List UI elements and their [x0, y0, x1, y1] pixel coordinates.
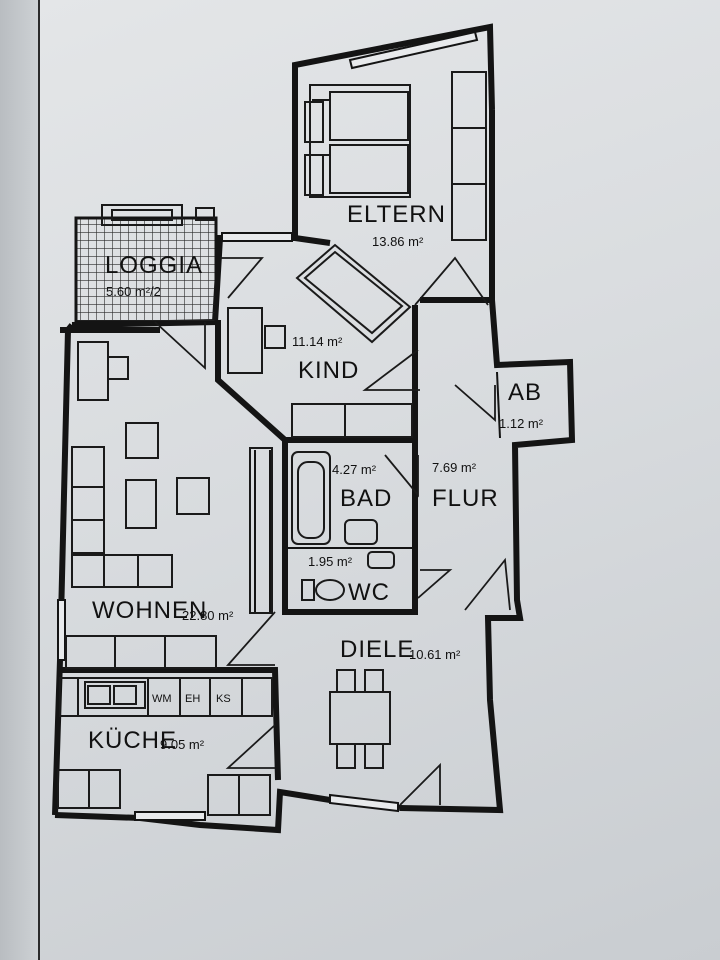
- outer-walls: [52, 23, 576, 834]
- room-area-wohnen: 22.80 m²: [182, 608, 234, 623]
- room-area-flur: 7.69 m²: [432, 460, 477, 475]
- room-area-eltern: 13.86 m²: [372, 234, 424, 249]
- room-name-eltern: ELTERN: [347, 201, 446, 228]
- doors: [154, 256, 511, 806]
- window-kind: [221, 232, 293, 242]
- kind-furniture: [227, 243, 413, 438]
- ab-room: [496, 371, 501, 439]
- counter: [59, 677, 273, 717]
- chair: [336, 669, 356, 693]
- room-area-kind: 11.14 m²: [292, 334, 343, 349]
- page-edge: [0, 0, 40, 960]
- window-diele: [329, 793, 399, 813]
- kitchen-furniture: [57, 677, 273, 816]
- desk: [227, 307, 263, 374]
- room-name-bad: BAD: [340, 485, 392, 512]
- armchair: [176, 477, 210, 515]
- room-name-diele: DIELE: [340, 636, 414, 663]
- appliance-label-wm: WM: [152, 693, 172, 705]
- room-labels: ELTERN 13.86 m² LOGGIA 5.60 m²/2 11.14 m…: [88, 201, 544, 754]
- armchair: [77, 341, 109, 401]
- appliance-label-ks: KS: [216, 693, 231, 705]
- room-name-ab: AB: [508, 379, 542, 406]
- chair: [264, 325, 286, 349]
- kitchen-sink: [84, 681, 146, 709]
- toilet-tank: [301, 579, 315, 601]
- chair: [364, 669, 384, 693]
- window-kueche: [134, 811, 206, 821]
- sink: [344, 519, 378, 545]
- chair: [364, 743, 384, 769]
- room-area-wc: 1.95 m²: [308, 554, 353, 569]
- appliance-label-eh: EH: [185, 693, 200, 705]
- diele-furniture: [329, 669, 391, 769]
- room-name-flur: FLUR: [432, 485, 499, 512]
- room-area-kueche: 9.05 m²: [160, 737, 205, 752]
- room-area-loggia: 5.60 m²/2: [106, 284, 161, 299]
- window-eltern: [348, 30, 479, 70]
- interior-walls: [60, 235, 492, 781]
- room-name-kueche: KÜCHE: [88, 727, 177, 754]
- eltern-furniture: [304, 71, 487, 241]
- wall-unit: [249, 447, 273, 614]
- toilet: [315, 579, 345, 601]
- window-wohnen: [57, 599, 66, 661]
- room-area-bad: 4.27 m²: [332, 462, 377, 477]
- loggia-area: [74, 204, 218, 324]
- room-name-loggia: LOGGIA: [105, 252, 203, 279]
- chair: [336, 743, 356, 769]
- room-name-wc: WC: [348, 579, 390, 606]
- nightstand: [304, 154, 324, 196]
- dining-table: [329, 691, 391, 745]
- coffee-table: [125, 479, 157, 529]
- living-furniture: [65, 341, 273, 669]
- shelf: [291, 403, 413, 438]
- nightstand: [304, 101, 324, 143]
- windows: [57, 30, 479, 821]
- wardrobe: [451, 71, 487, 241]
- side-table: [125, 422, 159, 459]
- bathroom-fixtures: [291, 451, 395, 601]
- room-name-kind: KIND: [298, 357, 359, 384]
- sofa-bottom: [71, 554, 173, 588]
- sofa-left: [71, 446, 105, 588]
- room-name-wohnen: WOHNEN: [92, 597, 207, 624]
- room-area-ab: 1.12 m²: [499, 416, 544, 431]
- room-area-diele: 10.61 m²: [409, 647, 461, 662]
- single-bed: [295, 243, 412, 344]
- sideboard: [65, 635, 217, 669]
- wc-sink: [367, 551, 395, 569]
- bathtub: [291, 451, 331, 545]
